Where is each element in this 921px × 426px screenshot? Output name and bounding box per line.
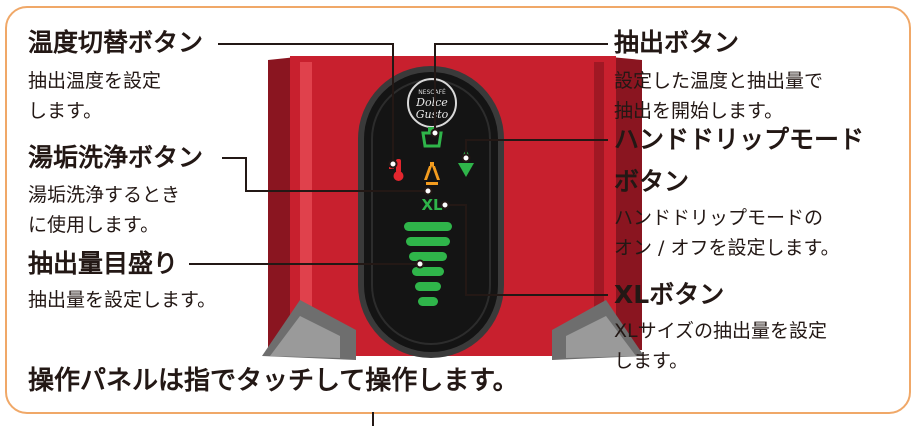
- volume-bar[interactable]: [404, 222, 452, 231]
- leader-line-descale: [222, 157, 428, 192]
- descale-button-desc-line1: 湯垢洗浄するとき: [28, 184, 181, 206]
- temp-button-desc-line1: 抽出温度を設定: [28, 70, 162, 92]
- frame-tick-mark: [372, 412, 374, 426]
- brew-button-desc-line1: 設定した温度と抽出量で: [614, 70, 824, 92]
- leader-line-temp: [218, 43, 394, 164]
- hand-drip-button-title-line2: ボタン: [614, 167, 690, 196]
- volume-scale-title: 抽出量目盛り: [28, 249, 179, 278]
- volume-bar[interactable]: [409, 252, 447, 261]
- footer-note: 操作パネルは指でタッチして操作します。: [28, 366, 519, 396]
- xl-button-desc-line1: XLサイズの抽出量を設定: [614, 320, 828, 342]
- logo-gusto-text: Gusto: [416, 108, 449, 121]
- descale-button-desc-line2: に使用します。: [28, 214, 160, 236]
- volume-bar[interactable]: [415, 282, 441, 291]
- xl-button-label[interactable]: XL: [421, 196, 443, 214]
- brew-button-desc-line2: 抽出を開始します。: [614, 100, 784, 122]
- logo-brand-text: NESCAFÉ: [418, 88, 446, 96]
- volume-bar[interactable]: [418, 297, 438, 306]
- dolce-gusto-logo: NESCAFÉ Dolce Gusto: [407, 78, 457, 128]
- leader-line-brew: [434, 43, 608, 133]
- hand-drip-button-desc-line2: オン / オフを設定します。: [614, 237, 840, 259]
- hand-drip-button-desc-line1: ハンドドリップモードの: [614, 207, 824, 229]
- descale-button-title: 湯垢洗浄ボタン: [28, 143, 204, 172]
- leader-lines: [189, 43, 608, 296]
- leader-line-hand-drip: [465, 139, 608, 158]
- callout-frame: [5, 6, 911, 414]
- logo-dolce-text: Dolce: [415, 96, 448, 109]
- xl-button-title: XLボタン: [614, 280, 725, 309]
- descale-icon[interactable]: [424, 162, 440, 185]
- volume-bar[interactable]: [406, 237, 450, 246]
- leader-line-xl: [445, 204, 608, 296]
- hand-drip-button-title-line1: ハンドドリップモード: [614, 125, 865, 154]
- temp-button-title: 温度切替ボタン: [28, 28, 204, 57]
- volume-bar[interactable]: [412, 267, 444, 276]
- volume-scale[interactable]: [404, 222, 452, 306]
- temp-button-desc-line2: します。: [28, 100, 103, 122]
- xl-button-desc-line2: します。: [614, 350, 689, 372]
- volume-scale-desc: 抽出量を設定します。: [28, 289, 217, 311]
- brew-button-title: 抽出ボタン: [614, 28, 740, 57]
